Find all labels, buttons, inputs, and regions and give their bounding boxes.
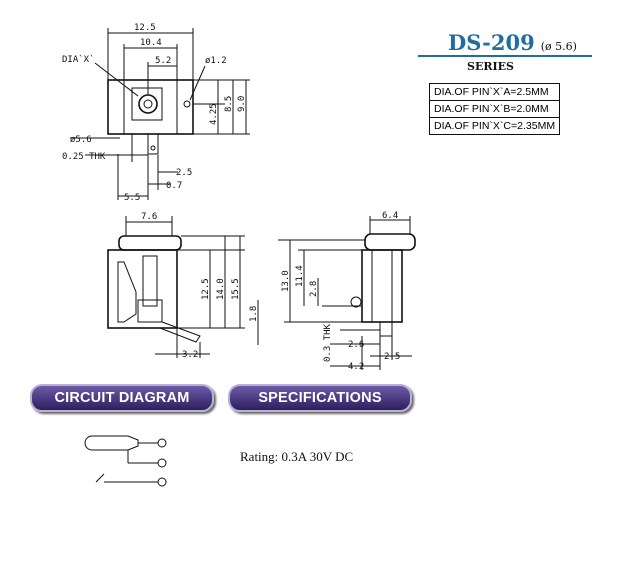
dim-0-3-thk: 0.3 THK — [323, 323, 333, 362]
pin-a-cell: DIA.OF PIN`X`A=2.5MM — [428, 83, 561, 101]
front-view: 7.6 12.5 14.0 15.5 1.8 3.2 — [107, 212, 259, 360]
dim-12-5-front: 12.5 — [201, 278, 211, 300]
dim-pin-dia: ø1.2 — [205, 56, 227, 66]
dim-4-2: 4.2 — [348, 362, 364, 372]
side-flange — [364, 233, 416, 251]
dim-thickness: 0.25 THK — [62, 152, 106, 162]
pin-c-cell: DIA.OF PIN`X`C=2.35MM — [428, 117, 561, 135]
side-view: 6.4 13.0 11.4 2.8 0.3 THK 2.6 2.5 4.2 — [278, 211, 416, 372]
dim-13-0: 13.0 — [281, 270, 291, 292]
plug-symbol — [84, 435, 139, 451]
dim-1-8: 1.8 — [249, 306, 259, 322]
model-diameter: (ø 5.6) — [540, 40, 577, 53]
table-row: DIA.OF PIN`X`A=2.5MM — [428, 83, 561, 101]
dim-2-5-side: 2.5 — [384, 352, 400, 362]
front-flange — [118, 235, 182, 251]
dim-15-5: 15.5 — [231, 278, 241, 300]
dim-9-0: 9.0 — [237, 96, 247, 112]
dim-5-5: 5.5 — [124, 193, 140, 203]
dim-14-0: 14.0 — [216, 278, 226, 300]
title-rule — [418, 55, 592, 57]
dim-6-4: 6.4 — [382, 211, 398, 221]
table-row: DIA.OF PIN`X`C=2.35MM — [428, 117, 561, 135]
dim-10-4: 10.4 — [140, 38, 162, 48]
pin-b-cell: DIA.OF PIN`X`B=2.0MM — [428, 100, 561, 118]
dim-5-2: 5.2 — [155, 56, 171, 66]
jack-hole — [138, 94, 158, 114]
terminal-b — [157, 458, 167, 468]
dim-2-6: 2.6 — [348, 340, 364, 350]
circuit-diagram — [84, 435, 167, 487]
rating-text: Rating: 0.3A 30V DC — [240, 449, 354, 464]
dim-2-8: 2.8 — [309, 281, 319, 297]
dim-0-7: 0.7 — [166, 181, 182, 191]
circuit-diagram-heading: CIRCUIT DIAGRAM — [30, 384, 214, 412]
model-name: DS-209 — [448, 30, 535, 55]
table-row: DIA.OF PIN`X`B=2.0MM — [428, 100, 561, 118]
dim-outer-dia: ø5.6 — [70, 135, 92, 145]
terminal-c — [157, 477, 167, 487]
terminal-a — [157, 438, 167, 448]
model-title: DS-209 (ø 5.6) — [448, 30, 577, 55]
pin-diameter-table: DIA.OF PIN`X`A=2.5MM DIA.OF PIN`X`B=2.0M… — [428, 83, 561, 135]
dim-8-5: 8.5 — [224, 96, 234, 112]
front-body — [107, 249, 178, 329]
dim-7-6: 7.6 — [141, 212, 157, 222]
side-body — [361, 249, 403, 323]
dim-dia-x: DIA`X` — [62, 54, 95, 65]
dim-12-5: 12.5 — [134, 23, 156, 33]
dim-3-2: 3.2 — [182, 350, 198, 360]
series-label: SERIES — [467, 60, 514, 73]
dim-11-4: 11.4 — [295, 265, 305, 287]
top-view: 12.5 10.4 5.2 ø1.2 DIA`X` 4.25 8.5 9.0 ø… — [62, 23, 250, 203]
dim-2-5: 2.5 — [176, 168, 192, 178]
dim-4-25: 4.25 — [209, 103, 219, 125]
specifications-heading: SPECIFICATIONS — [228, 384, 412, 412]
